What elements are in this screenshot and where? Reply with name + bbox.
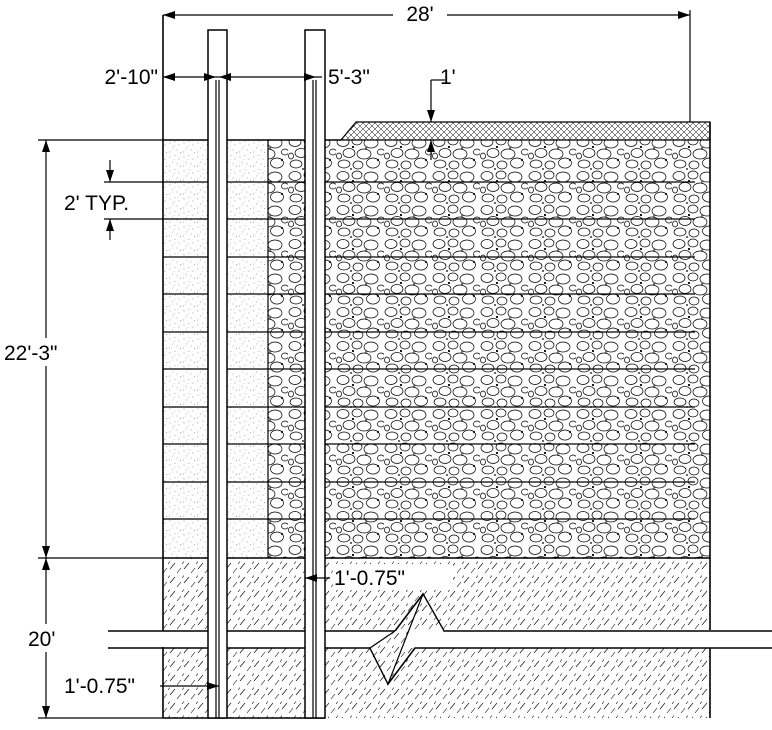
cap-thickness-label: 1' bbox=[440, 66, 456, 89]
dimension-pile-width-upper: 1'-0.75" bbox=[305, 564, 453, 590]
overall-width-label: 28' bbox=[406, 3, 433, 26]
pile-right bbox=[304, 29, 326, 719]
wall-height-label: 22'-3" bbox=[4, 342, 58, 365]
foundation-lower bbox=[163, 648, 710, 718]
dimension-overall-width: 28' bbox=[163, 3, 691, 122]
left-offset-label: 2'-10" bbox=[105, 66, 159, 89]
dimension-layer-spacing: 2' TYP. bbox=[60, 160, 163, 240]
pile-left bbox=[207, 29, 228, 719]
pile-width-upper-label: 1'-0.75" bbox=[334, 567, 405, 590]
reinforcement-layers bbox=[163, 181, 695, 520]
gravel-backfill bbox=[268, 140, 710, 558]
dimension-embedment-depth: 20' bbox=[24, 558, 163, 719]
cap-layer bbox=[339, 121, 711, 141]
dimension-pile-spacing: 5'-3" bbox=[216, 64, 396, 90]
dimension-cap-thickness: 1' bbox=[427, 66, 456, 160]
pile-width-lower-label: 1'-0.75" bbox=[64, 675, 135, 698]
layer-spacing-label: 2' TYP. bbox=[64, 192, 129, 215]
dimension-pile-width-lower: 1'-0.75" bbox=[60, 672, 219, 698]
pile-spacing-label: 5'-3" bbox=[328, 66, 370, 89]
break-line bbox=[108, 592, 772, 686]
dimension-left-offset: 2'-10" bbox=[66, 64, 216, 90]
dimension-wall-height: 22'-3" bbox=[2, 139, 163, 559]
embedment-depth-label: 20' bbox=[28, 628, 55, 651]
